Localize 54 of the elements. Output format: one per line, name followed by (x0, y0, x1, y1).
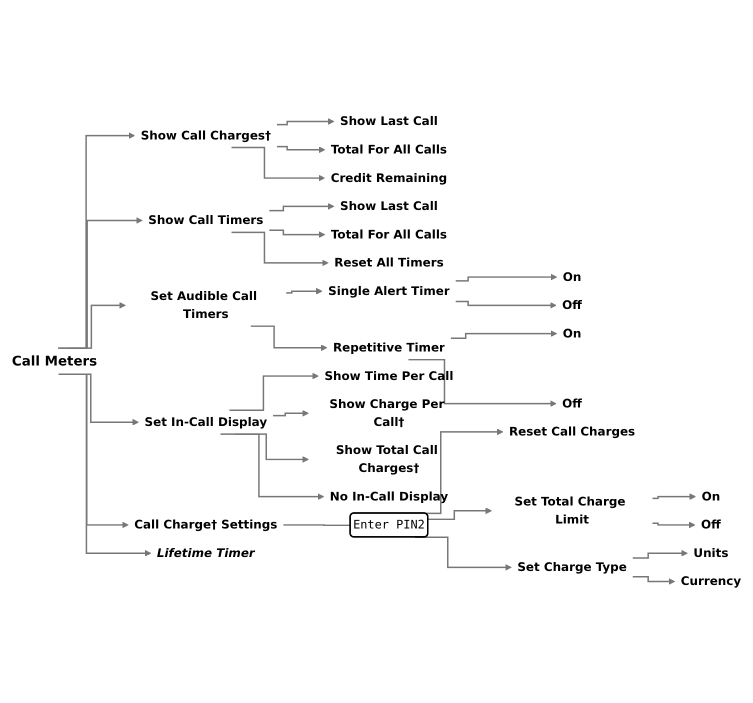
node-text: Show Last Call (340, 198, 438, 214)
arrow (58, 373, 152, 556)
node-text: Set Audible Call Timers (150, 288, 258, 321)
node-text: On (562, 270, 582, 284)
node-text: Show Charge Per Call† (329, 396, 444, 429)
arrow (456, 274, 558, 282)
node-text: Set In-Call Display (144, 414, 268, 429)
arrow (428, 508, 492, 520)
arrow (632, 550, 688, 559)
node-text: Total For All Calls (330, 227, 447, 242)
arrow (652, 493, 696, 500)
arrow (58, 132, 136, 349)
node-text: Reset All Timers (334, 255, 444, 270)
node-text: Show Total Call Charges† (336, 443, 438, 476)
node-text: Call Charge† Settings (134, 517, 278, 532)
node-text: Set Charge Type (517, 560, 627, 574)
node-text: Reset Call Charges (508, 424, 636, 439)
node-text: Units (693, 546, 728, 560)
arrow (250, 325, 328, 352)
arrow (220, 433, 324, 500)
node-text: Repetitive Timer (332, 340, 445, 354)
node-text: Show Last Call (340, 114, 438, 128)
node-text: Off (701, 517, 721, 532)
arrow (632, 576, 676, 585)
arrow (229, 372, 319, 412)
node-text: Single Alert Timer (328, 284, 450, 298)
node-text: Credit Remaining (330, 170, 448, 185)
arrow (60, 217, 143, 349)
node-text: Off (562, 396, 582, 410)
arrow (269, 230, 326, 238)
node-text: On (702, 489, 720, 504)
arrow (456, 300, 557, 309)
node-text: Show Time Per Call (324, 368, 454, 383)
arrow (276, 118, 334, 126)
node-text: Currency (680, 574, 742, 588)
connector (283, 524, 350, 526)
node-text: No In-Call Display (330, 489, 448, 504)
arrow (273, 410, 309, 417)
node-text: Show Call Charges† (140, 128, 271, 142)
node-text: Off (562, 298, 582, 312)
node-text: Set Total Charge Limit (514, 494, 626, 526)
arrow (232, 232, 329, 266)
arrow (652, 522, 696, 528)
node-text: On (562, 326, 582, 340)
arrow (232, 146, 326, 182)
arrow (68, 302, 126, 349)
node-text: Call Meters (12, 353, 98, 369)
arrow (286, 288, 322, 294)
arrow (269, 203, 334, 212)
node-text: Total For All Calls (330, 142, 447, 156)
arrow (408, 358, 557, 407)
arrow (450, 330, 558, 339)
node-text: Show Call Timers (148, 213, 264, 228)
arrow (276, 146, 326, 154)
